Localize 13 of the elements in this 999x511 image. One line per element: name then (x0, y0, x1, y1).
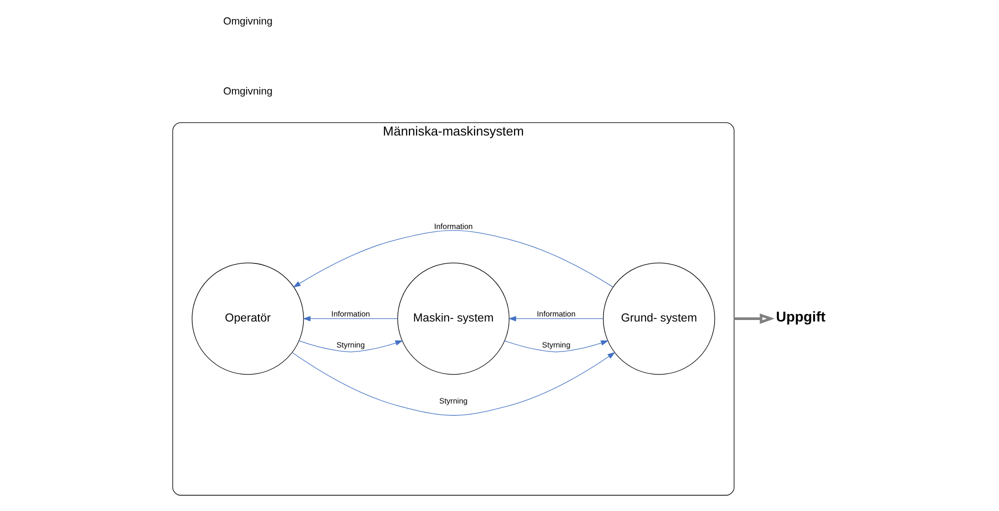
label: Omgivning (223, 16, 272, 28)
arrow (292, 230, 614, 288)
arrow (292, 352, 616, 416)
arrow (302, 316, 398, 322)
node-circle: Grund- system (602, 262, 716, 375)
node-circle: Maskin- system (397, 262, 510, 375)
arrow (504, 340, 609, 352)
node-text: Uppgift (776, 310, 826, 326)
node-circle: Operatör (192, 262, 304, 375)
arrow (298, 340, 404, 352)
arrow (508, 316, 604, 322)
label: Omgivning (223, 86, 272, 98)
arrow (734, 313, 775, 324)
